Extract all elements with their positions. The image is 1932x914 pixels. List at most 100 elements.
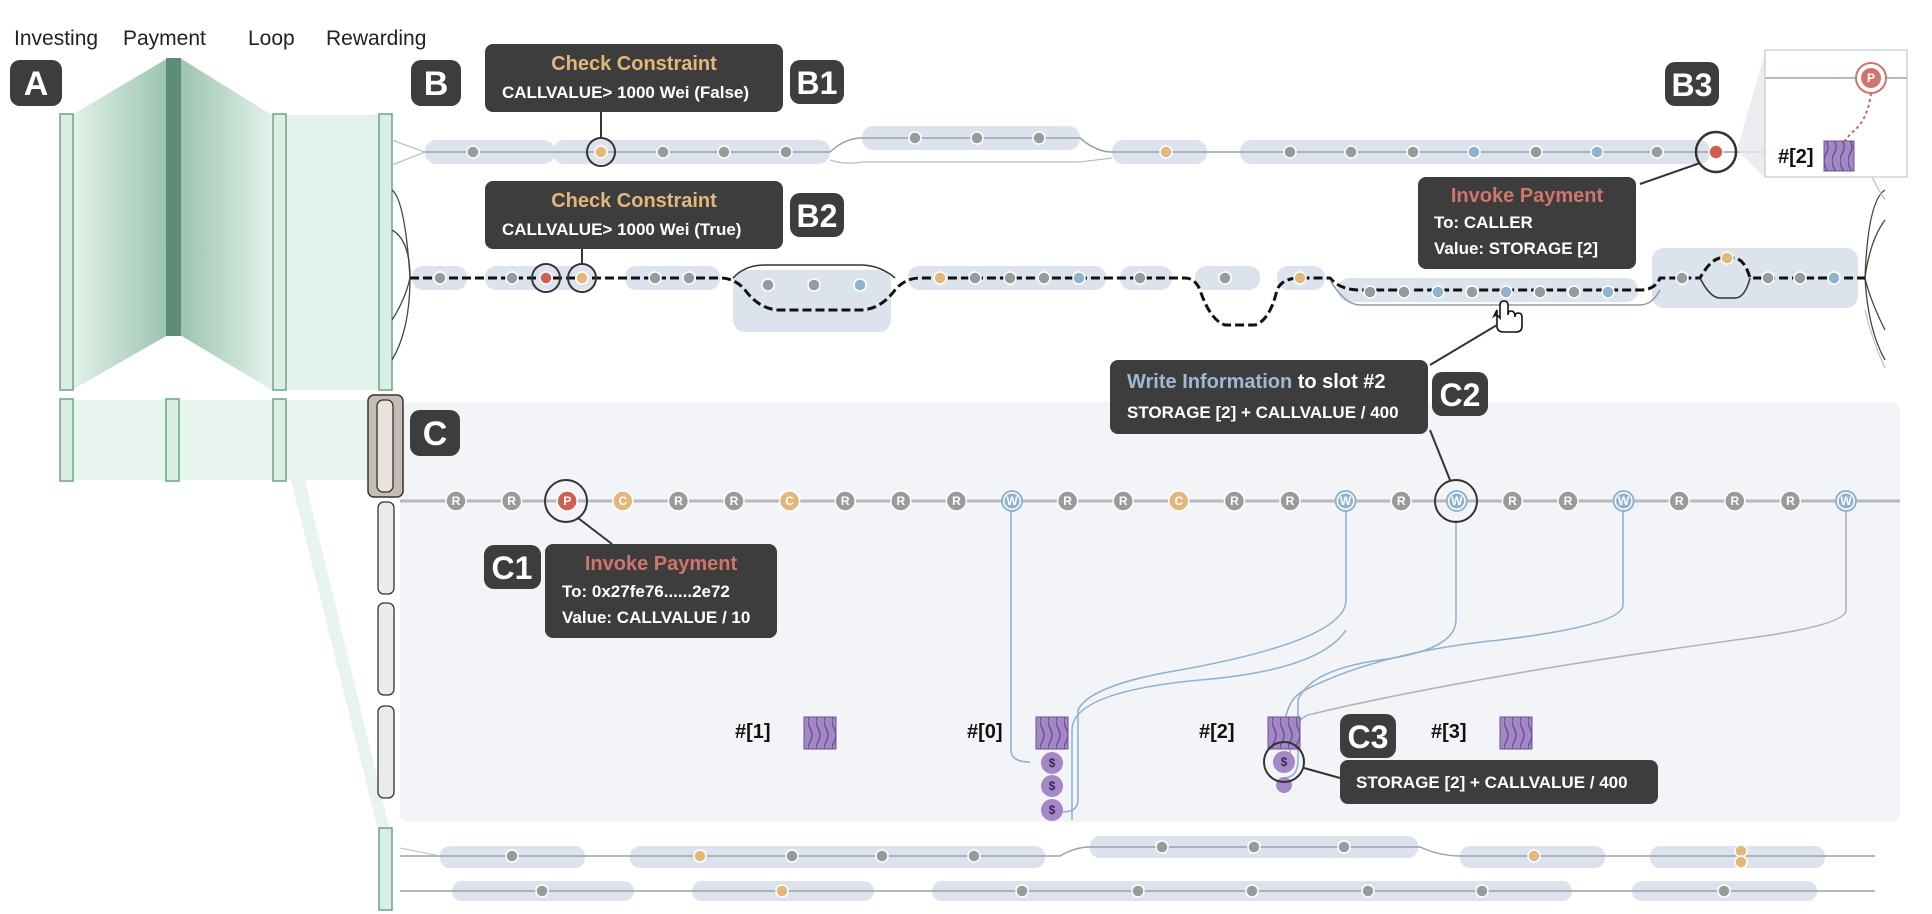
trace-row-1-node[interactable] — [1650, 145, 1664, 159]
trace-row-2-node[interactable] — [1567, 285, 1581, 299]
lower-trace-node[interactable] — [785, 849, 799, 863]
bar-rewarding[interactable] — [378, 113, 393, 391]
trace-row-2-node[interactable] — [1003, 271, 1017, 285]
slot-icon-3[interactable] — [1499, 716, 1533, 750]
timeline-node-R[interactable]: R — [1390, 490, 1412, 512]
trace-row-2-node[interactable] — [1133, 271, 1147, 285]
b3-highlight[interactable] — [1694, 130, 1738, 174]
trace-row-1-node[interactable] — [970, 131, 984, 145]
trace-row-2-node[interactable] — [1533, 285, 1547, 299]
trace-row-2-node[interactable] — [807, 278, 821, 292]
lower-trace-node[interactable] — [1337, 840, 1351, 854]
slot-icon-2[interactable] — [1267, 716, 1301, 750]
timeline-node-R[interactable]: R — [1501, 490, 1524, 512]
lower-trace-node[interactable] — [1475, 884, 1489, 898]
trace-row-2-node[interactable] — [1793, 271, 1807, 285]
lower-trace-node[interactable] — [1015, 884, 1029, 898]
timeline-node-R[interactable]: R — [834, 490, 856, 512]
timeline-node-W[interactable]: W — [1334, 490, 1357, 512]
lower-trace-node[interactable] — [1717, 884, 1731, 898]
timeline-node-R[interactable]: R — [1112, 490, 1134, 512]
timeline-node-W[interactable]: W — [1612, 490, 1635, 512]
trace-row-2-node[interactable] — [761, 278, 775, 292]
trace-row-1-node[interactable] — [1590, 145, 1604, 159]
timeline-node-W[interactable]: W — [1445, 490, 1468, 512]
trace-row-2-node[interactable] — [1499, 285, 1513, 299]
trace-row-2-node[interactable] — [1720, 251, 1734, 265]
trace-row-2-node[interactable] — [1072, 271, 1086, 285]
lower-trace-node[interactable] — [1247, 840, 1261, 854]
trace-row-1-node[interactable] — [1467, 145, 1481, 159]
timeline-node-R[interactable]: R — [1557, 490, 1579, 512]
bar-payment[interactable] — [166, 58, 181, 336]
trace-row-2-node[interactable] — [505, 271, 519, 285]
timeline-node-R[interactable]: R — [1223, 490, 1246, 512]
trace-row-1-node-payment[interactable] — [1708, 144, 1724, 160]
trace-row-2-node[interactable] — [933, 271, 947, 285]
lower-trace-node[interactable] — [1734, 844, 1748, 858]
trace-row-1-node[interactable] — [594, 145, 608, 159]
trace-row-1-node[interactable] — [466, 145, 480, 159]
timeline-node-R[interactable]: R — [1279, 490, 1301, 512]
trace-row-1-node[interactable] — [717, 145, 731, 159]
lower-trace-node[interactable] — [1527, 849, 1541, 863]
lower-trace-node[interactable] — [775, 884, 789, 898]
trace-row-1-node[interactable] — [1344, 145, 1358, 159]
timeline-node-W[interactable]: W — [1001, 490, 1023, 512]
lower-trace-node[interactable] — [967, 849, 981, 863]
trace-row-2-node[interactable] — [648, 271, 662, 285]
trace-row-1-node[interactable] — [1283, 145, 1297, 159]
trace-row-2-node[interactable] — [968, 271, 982, 285]
trace-row-1-node[interactable] — [1159, 145, 1173, 159]
c1-highlight[interactable] — [544, 479, 588, 523]
timeline-node-R[interactable]: R — [1668, 490, 1690, 512]
trace-row-2-node[interactable] — [1431, 285, 1445, 299]
timeline-node-C[interactable]: C — [612, 490, 634, 512]
timeline-node-C[interactable]: C — [1168, 490, 1190, 512]
timeline-node-R[interactable]: R — [723, 490, 745, 512]
bar-investing[interactable] — [59, 113, 74, 391]
timeline-node-R[interactable]: R — [667, 490, 690, 512]
timeline-node-P[interactable]: P — [556, 490, 578, 512]
timeline-node-R[interactable]: R — [1056, 490, 1079, 512]
bar-loop[interactable] — [272, 113, 287, 391]
trace-row-2-node[interactable] — [682, 271, 696, 285]
trace-row-1-node[interactable] — [908, 131, 922, 145]
trace-row-2-node[interactable] — [1465, 285, 1479, 299]
trace-row-2-node[interactable] — [1218, 271, 1232, 285]
trace-row-2-node[interactable] — [433, 271, 447, 285]
trace-row-1-node[interactable] — [1032, 131, 1046, 145]
bar-loop-lower[interactable] — [272, 398, 287, 482]
trace-row-2-node[interactable] — [1675, 271, 1689, 285]
lower-trace-node[interactable] — [505, 849, 519, 863]
timeline-node-C[interactable]: C — [778, 490, 801, 512]
trace-row-2-node[interactable] — [853, 278, 867, 292]
timeline-node-R[interactable]: R — [500, 490, 523, 512]
detail-scroll-block-1[interactable] — [377, 501, 395, 595]
lower-trace-node[interactable] — [693, 849, 707, 863]
bar-rewarding-lower[interactable] — [378, 827, 393, 911]
trace-row-2-node[interactable] — [1363, 285, 1377, 299]
trace-row-2-node[interactable] — [539, 271, 553, 285]
trace-row-2-node[interactable] — [1761, 271, 1775, 285]
detail-scroll-block-2[interactable] — [377, 602, 395, 696]
timeline-node-R[interactable]: R — [945, 490, 968, 512]
slot-icon-1[interactable] — [803, 716, 837, 750]
lower-trace-node[interactable] — [875, 849, 889, 863]
trace-row-2-node[interactable] — [1397, 285, 1411, 299]
timeline-node-R[interactable]: R — [1724, 490, 1746, 512]
trace-row-2-node[interactable] — [1601, 285, 1615, 299]
lower-trace-node[interactable] — [1361, 884, 1375, 898]
trace-row-2-node[interactable] — [1827, 271, 1841, 285]
trace-row-1-node[interactable] — [1529, 145, 1543, 159]
timeline-node-W[interactable]: W — [1835, 490, 1857, 512]
slot-icon-0[interactable] — [1035, 716, 1069, 750]
trace-row-1-node[interactable] — [656, 145, 670, 159]
timeline-node-R[interactable]: R — [445, 490, 467, 512]
bar-investing-lower[interactable] — [59, 398, 74, 482]
lower-trace-node[interactable] — [1155, 840, 1169, 854]
timeline-node-R[interactable]: R — [1779, 490, 1802, 512]
c2-highlight[interactable] — [1434, 479, 1478, 523]
lower-trace-node[interactable] — [1734, 855, 1748, 869]
trace-row-1-node[interactable] — [779, 145, 793, 159]
